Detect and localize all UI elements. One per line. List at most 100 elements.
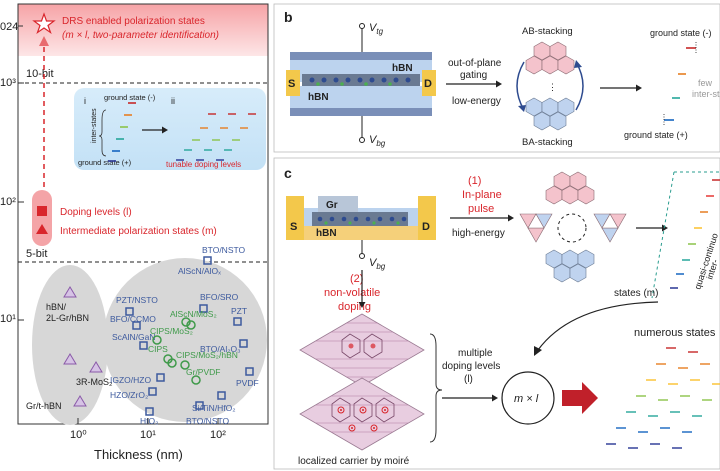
label-cips-mos2-hbn: CIPS/MoS₂/hBN <box>176 350 238 360</box>
m-x-l-label: m × l <box>514 393 539 405</box>
label-alscn-mos2: AlScN/MoS₂ <box>170 309 217 319</box>
inset-ground-plus: ground state (+) <box>78 158 132 167</box>
svg-text:hBN: hBN <box>392 63 413 74</box>
sq-igzo <box>156 373 165 382</box>
switch-arrow-right-head <box>574 60 582 68</box>
ci-alscn-mos2-b <box>186 320 196 330</box>
result-arrow-b-head <box>636 84 642 92</box>
label-bto-alo: BTO/Al₂O₃ <box>200 344 241 354</box>
drs-title: DRS enabled polarization states <box>62 16 205 27</box>
label-igzo-hzo: IGZO/HZO <box>110 375 151 385</box>
switch-arrow-left-head <box>518 105 526 112</box>
inset-arrow-head <box>162 126 168 134</box>
low-energy-label: low-energy <box>452 96 501 107</box>
sq-pvdf <box>245 367 254 376</box>
inset-box <box>74 88 266 170</box>
threshold-label-5bit: 5-bit <box>26 248 47 260</box>
ci-alscn-mos2 <box>181 317 191 327</box>
label-alscn-alox: AlScN/AlOₓ <box>178 266 221 276</box>
step1-line1: In-plane <box>462 189 502 201</box>
sq-hzo <box>148 387 157 396</box>
triangle-cluster-oval <box>32 265 108 425</box>
svg-text:hBN: hBN <box>308 92 329 103</box>
plot-frame <box>17 3 269 425</box>
drs-subtitle: (m × l, two-parameter identification) <box>62 30 219 41</box>
device-c: Gr hBN S D Vbg <box>286 196 436 271</box>
label-3r-mos2: 3R-MoS₂ <box>76 377 113 387</box>
ab-stacking-label: AB-stacking <box>522 26 573 37</box>
top-highlight-band <box>18 4 268 56</box>
drs-star-marker <box>32 12 56 35</box>
sq-pzt <box>233 317 242 326</box>
states-m-label: states (m) <box>614 288 658 299</box>
big-red-arrow <box>562 382 598 414</box>
y-tick-100: 10² <box>0 196 16 208</box>
triangle-point-hbn <box>63 286 77 298</box>
x-tick-100: 10² <box>210 429 226 441</box>
inset-ground-minus: ground state (-) <box>104 93 156 102</box>
square-points <box>125 256 254 416</box>
label-bto-nsto-bottom: BTO/NSTO <box>186 416 230 426</box>
c-hex-bottom <box>545 249 595 283</box>
triangle-point-mos2 <box>63 353 77 365</box>
label-gr-thbn: Gr/t-hBN <box>26 401 62 411</box>
panel-c-label: c <box>284 165 292 181</box>
label-hfo2: HfO₂ <box>140 416 158 426</box>
c-tri-right <box>593 213 627 243</box>
ci-cips-mos2-hbn <box>180 360 190 370</box>
stacking-dots: ⋮ <box>548 82 557 92</box>
y-tick-1000: 10³ <box>0 77 16 89</box>
sq-bto-alo <box>239 339 248 348</box>
inset-label-ii: ii <box>171 96 175 106</box>
step2-num: (2) <box>350 273 363 285</box>
step1-line2: pulse <box>468 203 494 215</box>
svg-text:Vbg: Vbg <box>369 134 386 148</box>
b-ground-plus: ground state (+) <box>624 130 688 140</box>
c-tri-left <box>519 213 553 243</box>
numerous-staircases <box>606 347 720 449</box>
ci-cips-b <box>167 358 177 368</box>
svg-text:hBN: hBN <box>316 228 337 239</box>
svg-text:S: S <box>288 78 295 90</box>
step2-line2: doping <box>338 301 371 313</box>
b-levels <box>664 47 696 121</box>
x-axis-label: Thickness (nm) <box>94 447 183 462</box>
svg-text:S: S <box>290 221 297 233</box>
sq-scaln <box>139 341 148 350</box>
inset-i-levels <box>108 102 136 162</box>
threshold-label-10bit: 10-bit <box>26 68 54 80</box>
inset-inter-states: inter-states <box>91 108 98 143</box>
localized-label: localized carrier by moiré <box>298 456 410 467</box>
sq-pzt-nsto <box>125 307 134 316</box>
svg-text:Vbg: Vbg <box>369 257 386 271</box>
label-pzt-nsto: PZT/NSTO <box>116 295 158 305</box>
inset-brace <box>98 109 107 157</box>
svg-text:Vtg: Vtg <box>369 22 384 36</box>
label-scaln-gan: ScAlN/GaN <box>112 332 155 342</box>
square-cluster-oval <box>103 258 267 422</box>
step1-num: (1) <box>468 175 481 187</box>
legend-square-marker <box>37 206 47 216</box>
label-pzt: PZT <box>231 306 247 316</box>
right-panels: b Vtg hBN hBN S D Vbg out-of-plane gatin… <box>273 3 720 470</box>
quasi-dashed-region <box>651 171 720 299</box>
label-hbn-line1: hBN/ <box>46 302 67 312</box>
step2-arrow-head <box>358 302 366 308</box>
quasi-levels <box>670 179 720 289</box>
c-hex-top <box>545 171 595 205</box>
triangle-point-3r <box>89 361 103 373</box>
inset-tunable: tunable doping levels <box>166 160 241 169</box>
legend-triangle-marker <box>36 224 48 234</box>
sq-hfo2 <box>145 407 154 416</box>
doping-brace <box>429 333 443 443</box>
inset-ii-staircase <box>176 113 256 161</box>
high-energy-label: high-energy <box>452 228 505 239</box>
panel-b-box <box>273 3 720 153</box>
y-tick-1024: 024 <box>0 21 18 33</box>
label-si-tin-hfo2: Si/TiN/HfO₂ <box>192 403 236 413</box>
svg-text:D: D <box>422 221 430 233</box>
svg-text:D: D <box>424 78 432 90</box>
left-chart: 024 10³ 10² 10¹ 10-bit 5-bit DRS enabled… <box>0 3 269 462</box>
label-cips-mos2: CIPS/MoS₂ <box>150 326 193 336</box>
gating-arrow-head <box>496 80 502 88</box>
